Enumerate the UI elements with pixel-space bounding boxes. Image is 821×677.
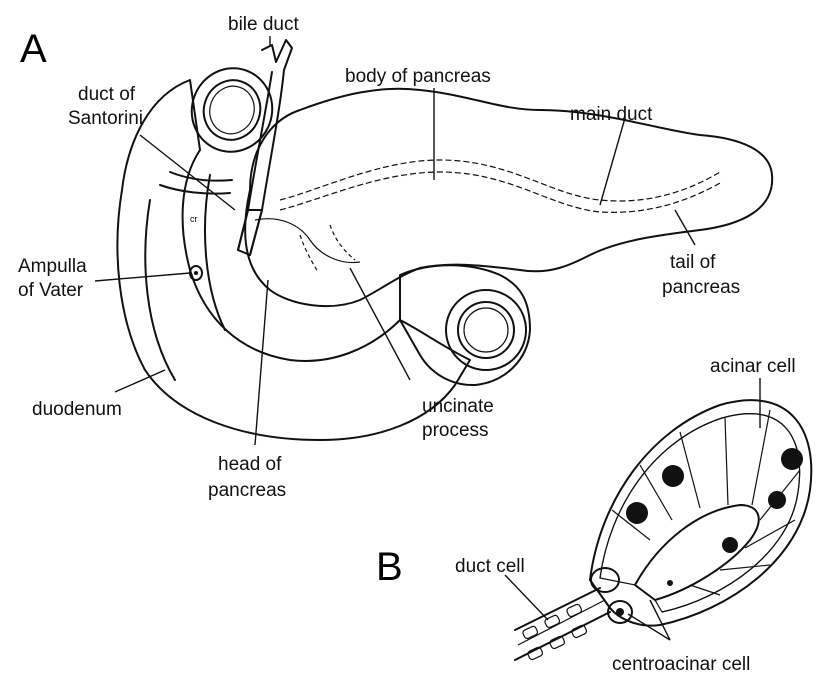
label-bile-duct: bile duct — [228, 14, 299, 35]
acinus-shape — [515, 400, 811, 660]
label-ampulla-1: Ampulla — [18, 256, 87, 277]
label-tail-1: tail of — [670, 252, 716, 273]
label-uncinate-1: uncinate — [422, 396, 494, 417]
label-duodenum: duodenum — [32, 399, 122, 420]
label-uncinate-2: process — [422, 420, 489, 441]
svg-text:cr: cr — [190, 214, 198, 224]
label-ampulla-2: of Vater — [18, 280, 84, 301]
label-main-duct: main duct — [570, 104, 653, 125]
label-duct-of-santorini-2: Santorini — [68, 108, 143, 129]
labels-b: acinar cell duct cell centroacinar cell — [455, 356, 796, 675]
labels-a: bile duct body of pancreas duct of Santo… — [18, 14, 740, 501]
panel-b-label: B — [376, 545, 403, 589]
label-head-2: pancreas — [208, 480, 286, 501]
label-duct-cell: duct cell — [455, 556, 525, 577]
label-acinar-cell: acinar cell — [710, 356, 796, 377]
panel-a-label: A — [20, 27, 47, 71]
label-head-1: head of — [218, 454, 282, 475]
pancreas-shape — [245, 89, 772, 306]
label-centroacinar-cell: centroacinar cell — [612, 654, 750, 675]
label-body-of-pancreas: body of pancreas — [345, 66, 491, 87]
duodenum-shape — [117, 57, 530, 440]
label-tail-2: pancreas — [662, 277, 740, 298]
label-duct-of-santorini-1: duct of — [78, 84, 136, 105]
